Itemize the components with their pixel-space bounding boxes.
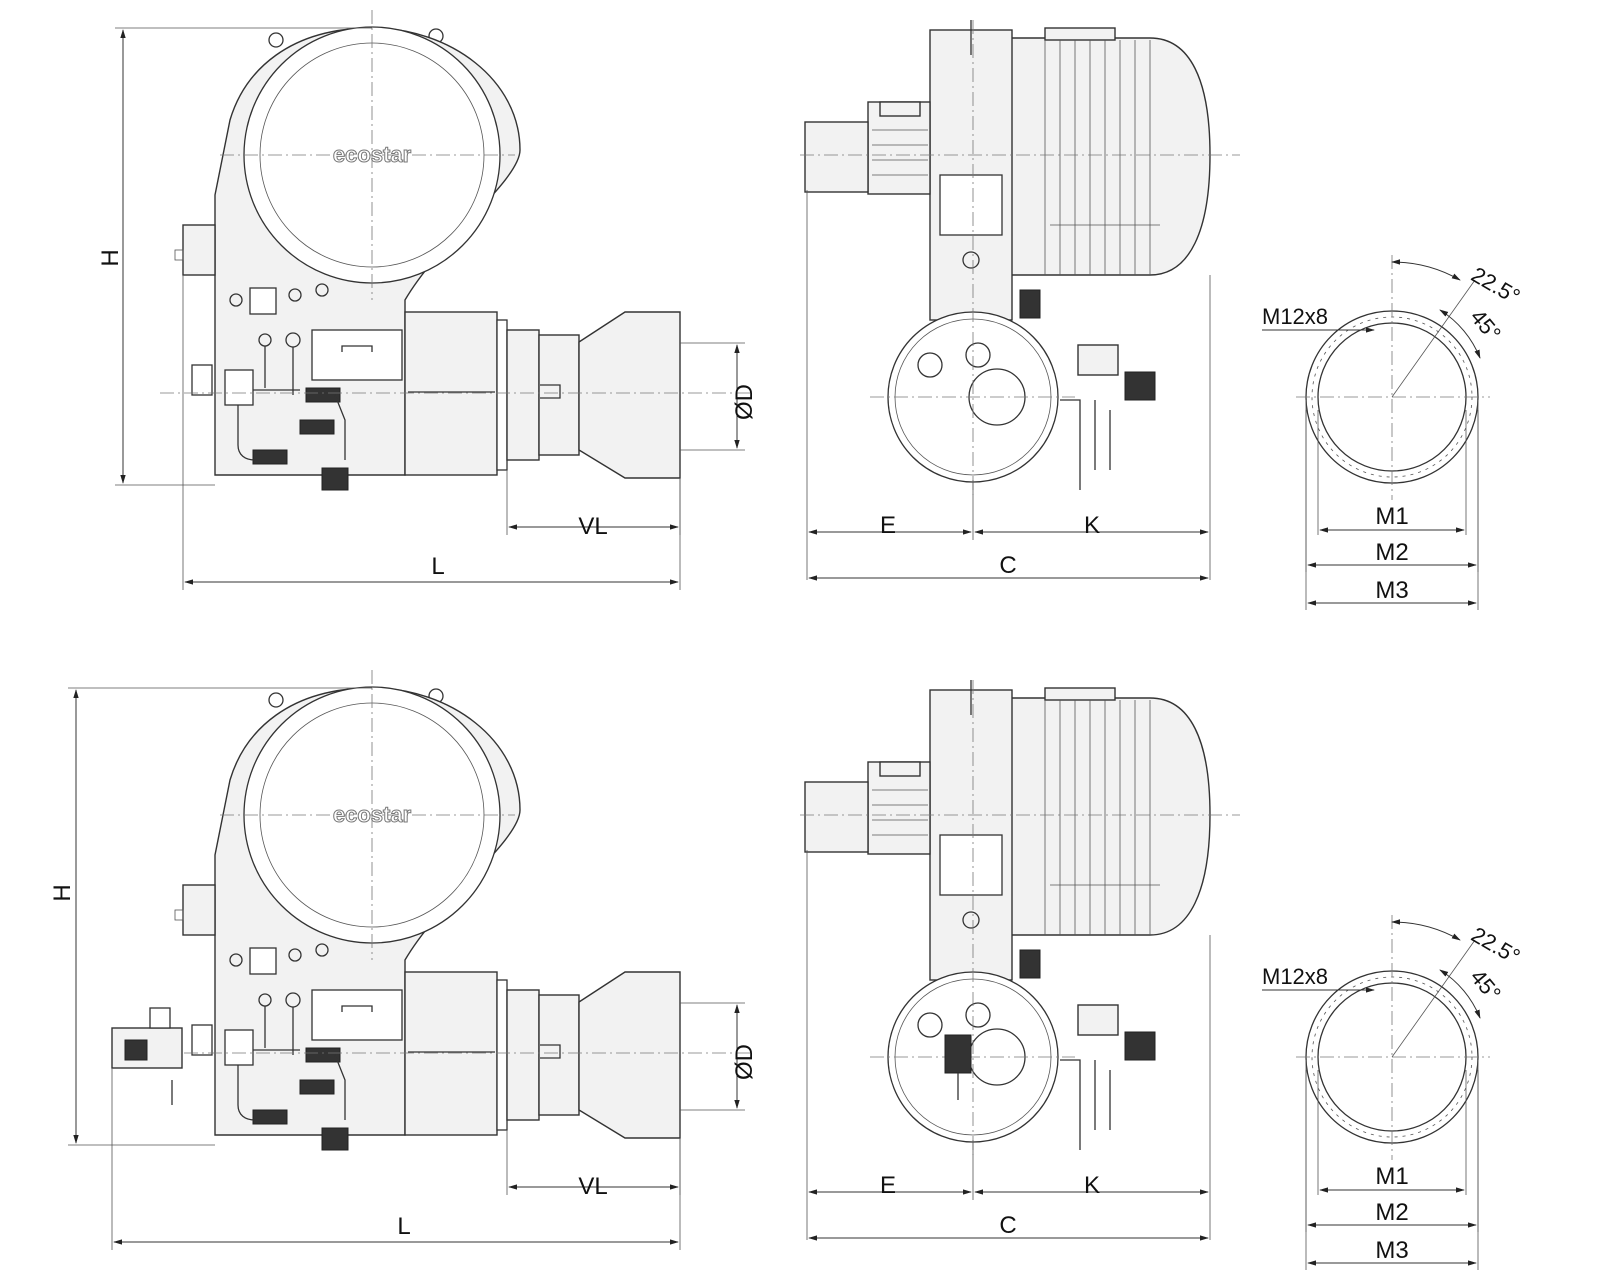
side-view-top: ecostar H L VL ØD (97, 10, 758, 590)
brand-logo: ecostar (333, 802, 412, 827)
m3-label: M3 (1375, 577, 1408, 604)
length-label: L (431, 553, 444, 580)
m1-label: M1 (1375, 503, 1408, 530)
angle-22-5-label: 22.5° (1467, 262, 1524, 309)
k-label: K (1084, 512, 1100, 539)
brand-logo: ecostar (333, 142, 412, 167)
front-view-bottom: E K C (800, 680, 1240, 1240)
angle-45-label: 45° (1465, 304, 1506, 346)
bolt-spec-label: M12x8 (1262, 304, 1328, 329)
vl-label: VL (578, 513, 607, 540)
c-label: C (999, 552, 1016, 579)
c-label: C (999, 1212, 1016, 1239)
k-label: K (1084, 1172, 1100, 1199)
diameter-label: ØD (731, 384, 758, 420)
m2-label: M2 (1375, 539, 1408, 566)
height-label: H (97, 249, 124, 266)
side-view-bottom: ecostar H L VL ØD (49, 670, 758, 1250)
vl-label: VL (578, 1173, 607, 1200)
e-label: E (880, 512, 896, 539)
angle-22-5-label: 22.5° (1467, 922, 1524, 969)
flange-view-bottom: M12x8 22.5° 45° M1 M2 M3 (1262, 915, 1524, 1270)
m3-label: M3 (1375, 1237, 1408, 1264)
e-label: E (880, 1172, 896, 1199)
m2-label: M2 (1375, 1199, 1408, 1226)
height-label: H (49, 884, 76, 901)
m1-label: M1 (1375, 1163, 1408, 1190)
angle-45-label: 45° (1465, 964, 1506, 1006)
bolt-spec-label: M12x8 (1262, 964, 1328, 989)
length-label: L (397, 1213, 410, 1240)
front-view-top: E K C (800, 20, 1240, 580)
diameter-label: ØD (731, 1044, 758, 1080)
flange-view-top: M12x8 22.5° 45° M1 M2 M3 (1262, 255, 1524, 610)
